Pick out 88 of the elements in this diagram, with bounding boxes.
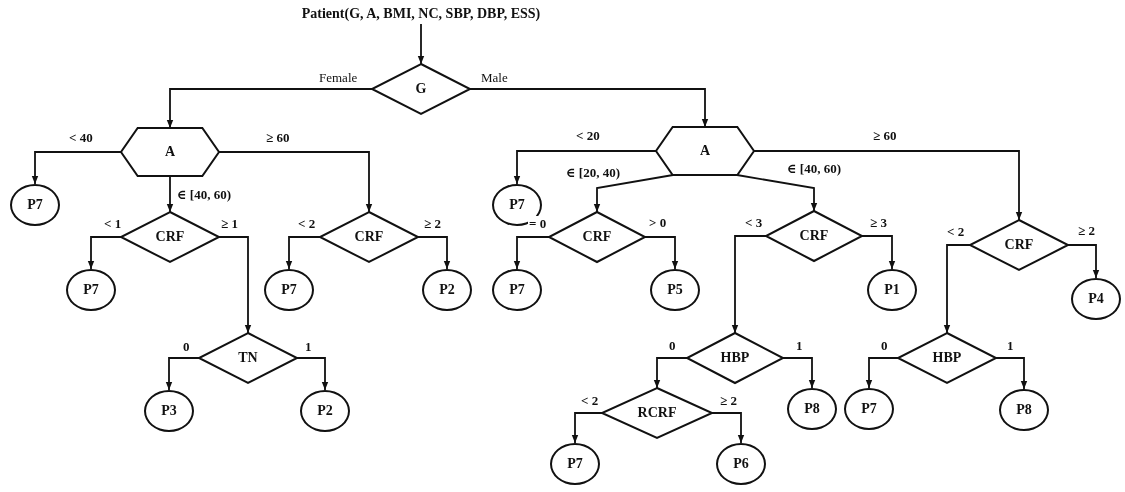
arrow (736, 174, 818, 212)
node-label: P1 (884, 282, 900, 298)
arrow (417, 236, 451, 270)
arrow (218, 151, 373, 213)
arrow (995, 357, 1028, 390)
arrow (861, 235, 896, 270)
arrow (1067, 244, 1100, 279)
arrow (593, 174, 674, 213)
outcome-circle (66, 269, 116, 311)
node-label: P2 (439, 282, 455, 298)
arrow (166, 175, 174, 213)
arrow (87, 236, 122, 270)
node-label: P3 (161, 403, 177, 419)
arrow (513, 150, 657, 185)
edge-label: ∈ [40, 60) (786, 161, 843, 177)
outcome-circle (422, 269, 472, 311)
node-label: CRF (155, 229, 185, 245)
edge-label: ∈ [40, 60) (176, 187, 233, 203)
arrow (865, 357, 899, 389)
node-label: P7 (861, 401, 877, 417)
decision-diamond (602, 388, 712, 438)
outcome-circle (492, 269, 542, 311)
node-label: A (699, 143, 711, 159)
arrow (943, 244, 971, 334)
node-label: P6 (733, 456, 749, 472)
arrow (731, 235, 767, 334)
arrow (782, 357, 816, 389)
node-label: RCRF (637, 405, 677, 421)
node-label: TN (238, 350, 258, 366)
node-label: CRF (582, 229, 612, 245)
arrow (513, 236, 550, 270)
outcome-circle (492, 184, 542, 226)
decision-diamond (549, 212, 645, 262)
node-label: P7 (27, 197, 43, 213)
decision-diamond (898, 333, 996, 383)
outcome-circle (300, 390, 350, 432)
edge-label: ∈ [20, 40) (565, 165, 622, 181)
arrow (653, 357, 688, 389)
outcome-circle (867, 269, 917, 311)
outcome-circle (716, 443, 766, 485)
decision-diamond (766, 211, 862, 261)
outcome-circle (264, 269, 314, 311)
arrow (296, 357, 329, 391)
arrow (165, 357, 200, 391)
decision-diamond (320, 212, 418, 262)
decision-diamond (121, 212, 219, 262)
node-label: HBP (720, 350, 750, 366)
node-label: P7 (509, 197, 525, 213)
node-label: P7 (509, 282, 525, 298)
arrow (469, 88, 709, 128)
arrow (644, 236, 679, 270)
outcome-circle (650, 269, 700, 311)
node-label: P4 (1088, 291, 1104, 307)
arrow (571, 412, 603, 444)
node-label: P8 (1016, 402, 1032, 418)
node-label: CRF (799, 228, 829, 244)
node-label: P8 (804, 401, 820, 417)
outcome-circle (550, 443, 600, 485)
node-label: HBP (932, 350, 962, 366)
node-label: Patient(G, A, BMI, NC, SBP, DBP, ESS) (301, 6, 541, 22)
node-label: P7 (281, 282, 297, 298)
node-label: CRF (1004, 237, 1034, 253)
outcome-circle (999, 389, 1049, 431)
arrow (285, 236, 321, 270)
outcome-circle (144, 390, 194, 432)
arrow (166, 88, 373, 129)
outcome-circle (844, 388, 894, 430)
arrow (417, 23, 425, 65)
decision-diamond (687, 333, 783, 383)
node-label: P2 (317, 403, 333, 419)
outcome-circle (1071, 278, 1121, 320)
node-label: G (415, 81, 427, 97)
node-label: P5 (667, 282, 683, 298)
decision-diamond (970, 220, 1068, 270)
outcome-circle (787, 388, 837, 430)
outcome-circle (10, 184, 60, 226)
decision-diamond (199, 333, 297, 383)
decision-diamond (372, 64, 470, 114)
decision-hexagon (656, 127, 754, 175)
node-label: P7 (567, 456, 583, 472)
arrow (31, 151, 122, 185)
node-label: CRF (354, 229, 384, 245)
arrow (711, 412, 745, 444)
arrow (753, 150, 1023, 221)
node-label: P7 (83, 282, 99, 298)
arrow (218, 236, 252, 334)
decision-hexagon (121, 128, 219, 176)
node-label: A (164, 144, 176, 160)
